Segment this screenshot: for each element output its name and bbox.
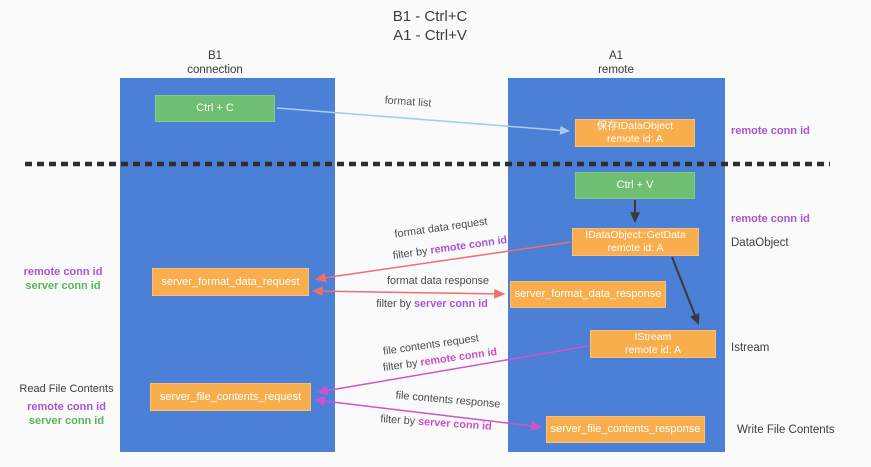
filter-prefix: filter by [382, 356, 422, 374]
remote-conn-id-note: remote conn id [27, 401, 106, 413]
server-conn-id-note: server conn id [25, 280, 101, 292]
save-dataobject-line2: remote id: A [606, 133, 664, 145]
read-file-contents-note: Read File Contents [19, 383, 114, 395]
diagram-title: B1 - Ctrl+C A1 - Ctrl+V [0, 7, 860, 45]
server-format-data-response-box: server_format_data_response [510, 281, 666, 308]
file-contents-response-label: file contents response [395, 389, 501, 411]
title-line-2: A1 - Ctrl+V [393, 27, 467, 44]
format-list-label: format list [384, 94, 432, 110]
istream-note: Istream [731, 342, 770, 354]
server-conn-id-note: server conn id [28, 415, 105, 427]
b1-name: B1 [207, 50, 223, 62]
format-data-response-arrow [311, 286, 506, 299]
server-conn-id-keyword: server conn id [414, 298, 488, 310]
remote-conn-id-keyword: remote conn id [429, 234, 508, 257]
remote-conn-id-note: remote conn id [23, 266, 103, 278]
server-format-data-request-label: server_format_data_request [161, 275, 300, 288]
getdata-line2: remote id: A [607, 242, 664, 254]
server-format-data-response-label: server_format_data_response [514, 288, 662, 300]
right-remote-conn-id-top: remote conn id [731, 125, 810, 137]
istream-box: IStream remote id: A [590, 330, 716, 358]
server-file-contents-response-box: server_file_contents_response [546, 416, 705, 443]
b1-role: connection [187, 64, 243, 76]
a1-role: remote [598, 64, 634, 76]
server-conn-id-keyword: server conn id [417, 415, 493, 433]
server-file-contents-response-label: server_file_contents_response [550, 423, 701, 435]
server-file-contents-request-box: server_file_contents_request [150, 383, 311, 411]
file-contents-response-filter-label: filter by server conn id [361, 412, 511, 434]
column-header-b1: B1 connection [140, 49, 290, 77]
save-dataobject-box: 保存IDataObject remote id: A [575, 119, 695, 147]
filter-prefix: filter by [379, 413, 419, 428]
filter-prefix: filter by [392, 244, 432, 262]
right-remote-conn-id-mid: remote conn id [731, 213, 810, 225]
format-data-response-filter-label: filter by server conn id [357, 298, 507, 310]
left-format-conn-ids: remote conn id server conn id [18, 265, 108, 293]
write-file-contents-note: Write File Contents [737, 424, 835, 436]
dataobject-note: DataObject [731, 237, 789, 249]
ctrl-v-box: Ctrl + V [575, 172, 695, 199]
left-file-conn-ids: Read File Contents remote conn id server… [14, 382, 119, 428]
server-format-data-request-box: server_format_data_request [152, 268, 309, 296]
getdata-line1: IDataObject::GetData [585, 229, 686, 241]
idataobject-getdata-box: IDataObject::GetData remote id: A [572, 228, 699, 256]
ctrl-c-box: Ctrl + C [155, 95, 275, 122]
istream-line2: remote id: A [624, 344, 682, 356]
format-data-response-label: format data response [386, 275, 490, 287]
save-dataobject-line1: 保存IDataObject [596, 120, 674, 132]
ctrl-v-label: Ctrl + V [616, 179, 654, 191]
column-header-a1: A1 remote [541, 49, 691, 77]
title-line-1: B1 - Ctrl+C [392, 8, 468, 25]
ctrl-c-label: Ctrl + C [196, 102, 234, 114]
server-file-contents-request-label: server_file_contents_request [159, 390, 302, 403]
istream-line1: IStream [634, 331, 672, 343]
a1-name: A1 [608, 50, 624, 62]
filter-prefix: filter by [376, 298, 414, 310]
